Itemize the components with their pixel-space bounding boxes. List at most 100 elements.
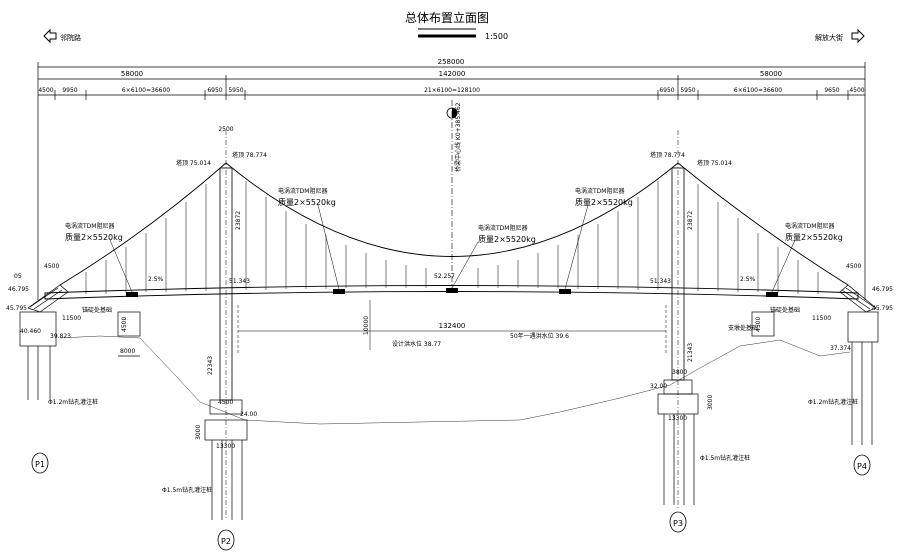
drawing-scale: 1:500 xyxy=(485,32,508,41)
elev-left-2: 45.795 xyxy=(6,305,27,312)
p2-column-height: 22343 xyxy=(207,356,214,375)
left-end-label: 05 xyxy=(14,273,22,280)
damper-4-name: 电涡流TDM阻尼器 xyxy=(575,187,624,195)
deck-right-elevation: 51.343 xyxy=(650,278,671,285)
dim-4500-left: 4500 xyxy=(44,263,59,270)
p3-foot-elev: 32.00 xyxy=(650,383,667,390)
anchorage-right xyxy=(839,284,879,445)
dim-seg-main: 21×6100=128100 xyxy=(424,87,480,94)
damper-1-mass: 质量2×5520kg xyxy=(65,232,123,242)
pier-label-p2: P2 xyxy=(221,537,231,546)
pile-left: Φ1.2m钻孔灌注桩 xyxy=(48,398,98,406)
damper-block-3 xyxy=(446,288,458,293)
right-anchor-note: 锚碇处基础 xyxy=(770,306,800,314)
foundation-p3 xyxy=(657,379,699,505)
deck-left-elevation: 51.343 xyxy=(229,278,250,285)
left-direction-label: 邻院路 xyxy=(60,33,81,42)
pile-right: Φ1.2m钻孔灌注桩 xyxy=(808,398,858,406)
dim-left-span: 58000 xyxy=(121,70,143,78)
slope-right: 2.5% xyxy=(740,276,756,283)
pier-label-p3: P3 xyxy=(673,519,683,528)
drawing-title: 总体布置立面图 xyxy=(405,10,489,25)
dim-seg-left-4: 6950 xyxy=(207,87,222,94)
p2-cap-width: 13300 xyxy=(216,443,235,450)
right-direction-arrow-icon xyxy=(851,28,865,44)
pile-p2: Φ1.5m钻孔灌注桩 xyxy=(162,486,212,494)
dim-clear-span: 132400 xyxy=(439,322,466,330)
p2-shaft: 4500 xyxy=(218,399,233,406)
p3-column-height: 21343 xyxy=(687,343,694,362)
damper-3-name: 电涡流TDM阻尼器 xyxy=(478,224,527,232)
dimension-chain xyxy=(37,62,866,300)
tower-height-right: 23872 xyxy=(687,211,694,230)
p2-cap: 3000 xyxy=(195,425,202,440)
dim-4500-anchor-right: 4500 xyxy=(755,317,762,332)
clearance-box xyxy=(237,300,667,355)
pile-p3: Φ1.5m钻孔灌注桩 xyxy=(700,454,750,462)
midspan-elevation: 52.257 xyxy=(434,273,455,280)
main-cable xyxy=(59,162,849,286)
p3-cap: 3000 xyxy=(707,395,714,410)
dim-seg-right-3: 6×6100=36600 xyxy=(734,87,782,94)
elev-left-3: 40.460 xyxy=(20,328,41,335)
support-block-left xyxy=(117,311,141,357)
damper-4-mass: 质量2×5520kg xyxy=(575,197,633,207)
centerline-note: 桥梁中心线 K0+385.462 xyxy=(454,102,462,172)
dim-clearance: 10000 xyxy=(363,316,370,335)
foundation-p2 xyxy=(204,399,248,520)
dim-seg-right-4: 9650 xyxy=(824,87,839,94)
dim-total: 258000 xyxy=(438,58,465,66)
damper-3-mass: 质量2×5520kg xyxy=(478,234,536,244)
elev-right-1: 46.795 xyxy=(872,286,893,293)
support-block-right xyxy=(751,311,775,337)
damper-2-name: 电涡流TDM阻尼器 xyxy=(278,187,327,195)
bridge-deck xyxy=(44,285,859,300)
tower-right-top: 塔顶 78.774 xyxy=(650,151,685,159)
damper-2-mass: 质量2×5520kg xyxy=(278,197,336,207)
p3-shaft: 3800 xyxy=(672,369,687,376)
design-water-level: 设计洪水位 38.77 xyxy=(392,340,441,348)
dim-main-span: 142000 xyxy=(439,70,466,78)
tower-left-saddle: 塔顶 75.014 xyxy=(176,159,211,167)
centerline-symbol-icon xyxy=(446,107,458,119)
left-anchor-note: 锚碇处基础 xyxy=(82,306,112,314)
left-direction-arrow-icon xyxy=(43,28,57,44)
dim-seg-left-2: 9950 xyxy=(62,87,77,94)
dim-seg-left-5: 5950 xyxy=(228,87,243,94)
hangers xyxy=(85,181,819,294)
tower-left-top: 塔顶 78.774 xyxy=(232,151,267,159)
tower-height-left: 23872 xyxy=(235,211,242,230)
anchorage-left xyxy=(19,284,69,400)
right-direction-label: 解放大街 xyxy=(815,33,843,42)
dim-4500-anchor-left: 4500 xyxy=(121,317,128,332)
dim-seg-left-1: 4500 xyxy=(38,87,53,94)
dim-11500-left: 11500 xyxy=(62,315,81,322)
p2-foot-elev: 24.00 xyxy=(240,411,257,418)
right-stand-note: 支墩处基础 xyxy=(728,324,758,332)
damper-block-2 xyxy=(333,289,345,294)
dim-2500: 2500 xyxy=(218,126,233,133)
pier-label-p1: P1 xyxy=(35,460,45,469)
dim-seg-right-2: 5950 xyxy=(680,87,695,94)
damper-block-4 xyxy=(559,289,571,294)
dim-right-span: 58000 xyxy=(760,70,782,78)
dim-seg-right-1: 6950 xyxy=(659,87,674,94)
slope-left: 2.5% xyxy=(148,276,164,283)
damper-block-5 xyxy=(766,292,778,297)
elev-right-3: 37.374 xyxy=(830,345,851,352)
elev-right-2: 45.795 xyxy=(872,305,893,312)
elev-left-4: 39.823 xyxy=(50,333,71,340)
dim-8000: 8000 xyxy=(120,348,135,355)
dim-4500-right: 4500 xyxy=(846,263,861,270)
damper-5-name: 电涡流TDM阻尼器 xyxy=(785,222,834,230)
dim-seg-left-3: 6×6100=36600 xyxy=(122,87,170,94)
damper-block-1 xyxy=(126,292,138,297)
pier-label-p4: P4 xyxy=(857,462,867,471)
ground-profile xyxy=(59,335,851,425)
tower-right-saddle: 塔顶 75.014 xyxy=(697,159,732,167)
p3-cap-width: 13300 xyxy=(668,415,687,422)
elev-left-1: 46.795 xyxy=(8,286,29,293)
dim-seg-right-5: 4500 xyxy=(849,87,864,94)
normal-water-level: 50年一遇洪水位 39.6 xyxy=(510,332,569,340)
